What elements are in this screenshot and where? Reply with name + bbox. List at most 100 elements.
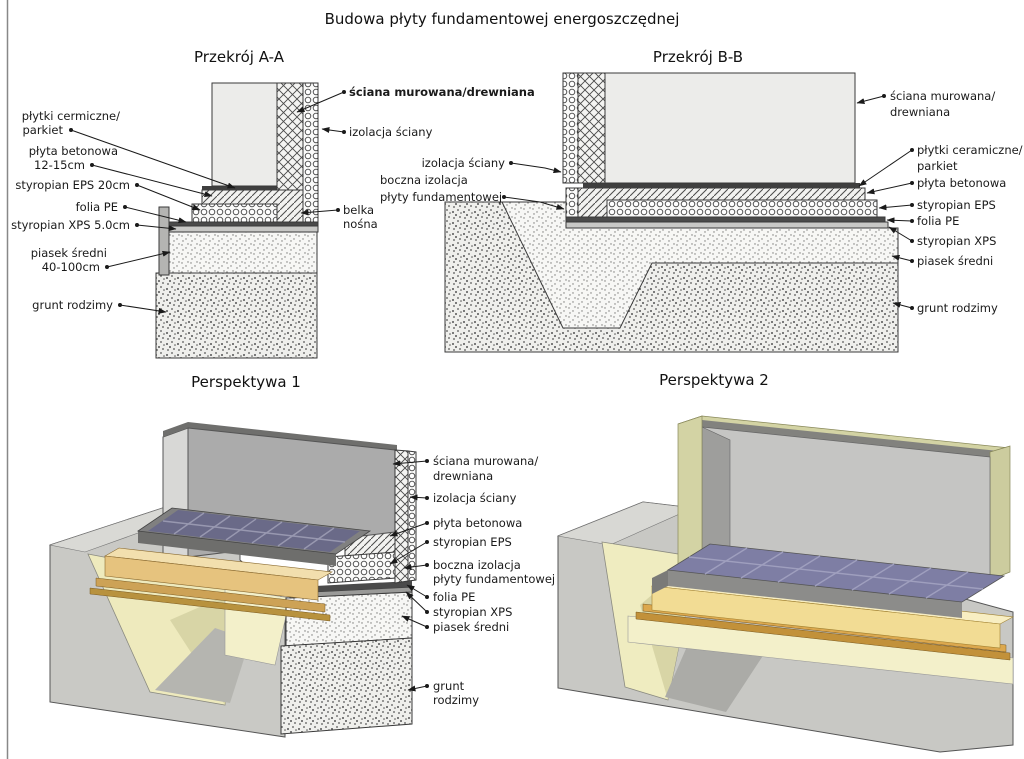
leader-line — [406, 584, 428, 598]
aa-floor-tiles — [202, 186, 277, 190]
p2-slab-front-edge — [668, 570, 962, 618]
leader-line — [405, 591, 428, 613]
p1-label-piasek: piasek średni — [433, 620, 509, 634]
bb-label-piasek: piasek średni — [917, 254, 993, 268]
aa-wall-insulation-cross — [276, 82, 304, 191]
leader-line — [892, 302, 913, 309]
p1-wall-insulation-circ — [407, 450, 417, 582]
panel-aa: Przekrój A-A płytki cermiczne/ parkiet p… — [11, 48, 535, 359]
p1-label-xps: styropian XPS — [433, 605, 512, 619]
aa-label-plyta-1: płyta betonowa — [29, 144, 118, 158]
panel-p2: Perspektywa 2 — [556, 371, 1014, 753]
aa-eps-layer — [191, 203, 278, 223]
aa-label-plytki-2: parkiet — [22, 123, 63, 137]
p1-ground-cut-face — [280, 637, 413, 735]
aa-wall — [211, 82, 278, 187]
aa-pe-foil — [168, 221, 319, 227]
leader-line — [878, 204, 913, 211]
leader-line — [401, 615, 428, 628]
p1-tile-joints — [162, 512, 346, 550]
p1-label-folia: folia PE — [433, 590, 475, 604]
bb-title: Przekrój B-B — [653, 48, 743, 66]
leader-line — [136, 184, 201, 211]
leader-line — [392, 460, 428, 467]
aa-label-plyta-2: 12-15cm — [34, 158, 85, 172]
leader-line — [136, 224, 177, 232]
bb-wall — [604, 72, 856, 184]
p2-tile-joints — [688, 547, 984, 599]
leader-line — [510, 162, 562, 174]
page-title: Budowa płyty fundamentowej energoszczędn… — [325, 10, 680, 28]
aa-xps-layer — [168, 225, 319, 233]
leader-line — [119, 304, 167, 314]
bb-wall-insulation-circ — [562, 72, 579, 184]
p1-eps-cut — [327, 551, 397, 584]
bb-label-sciana-1: ściana murowana/ — [890, 89, 995, 103]
leader-line — [409, 494, 428, 501]
p2-formwork-board-2 — [635, 611, 1011, 661]
p2-wall-insulation-right — [989, 445, 1011, 581]
leader-line — [403, 564, 428, 571]
bb-label-boczna-1: boczna izolacja — [380, 173, 468, 187]
p2-wall-return-face — [701, 426, 731, 563]
aa-sand-layer — [168, 231, 318, 274]
bb-pe-foil — [565, 216, 886, 223]
leader-line — [300, 209, 339, 216]
p1-label-sciana-1: ściana murowana/ — [433, 454, 538, 468]
p1-formwork-board-1 — [104, 555, 319, 601]
leader-line — [106, 250, 171, 268]
p1-label-boczna-2: płyty fundamentowej — [433, 572, 555, 586]
p1-wall-insulation-cross — [394, 449, 409, 584]
p1-label-sciana-2: drewniana — [433, 469, 493, 483]
leader-line — [856, 95, 885, 105]
panel-p1: Perspektywa 1 ściana murowa — [48, 373, 555, 738]
p2-wall-top-band — [702, 420, 1008, 459]
aa-label-grunt: grunt rodzimy — [32, 298, 113, 312]
bb-floor-tiles — [583, 183, 860, 188]
leader-line — [91, 164, 213, 198]
aa-label-plytki-1: płytki cermiczne/ — [22, 109, 120, 123]
p1-label-plyta: płyta betonowa — [433, 516, 522, 530]
aa-label-piasek-1: piasek średni — [31, 246, 107, 260]
leader-line — [389, 522, 428, 537]
aa-title: Przekrój A-A — [194, 48, 285, 66]
leader-line — [296, 91, 345, 113]
bb-label-eps: styropian EPS — [917, 198, 996, 212]
bb-label-izolacja: izolacja ściany — [422, 156, 506, 170]
bb-label-grunt: grunt rodzimy — [917, 301, 998, 315]
bb-xps-layer — [565, 221, 889, 229]
leader-line — [866, 182, 913, 195]
aa-label-xps: styropian XPS 5.0cm — [11, 218, 130, 232]
p2-wall-insulation-left — [677, 415, 703, 569]
aa-side-strip — [158, 206, 170, 276]
p1-sand-cut-face — [285, 591, 413, 647]
p1-label-grunt-2: rodzimy — [433, 693, 479, 707]
bb-label-plytki-2: parkiet — [917, 159, 958, 173]
bb-label-sciana-2: drewniana — [890, 105, 950, 119]
p2-slab-left-edge — [652, 570, 668, 594]
aa-label-eps: styropian EPS 20cm — [15, 178, 130, 192]
p1-label-eps: styropian EPS — [433, 535, 512, 549]
bb-label-xps: styropian XPS — [917, 234, 996, 248]
leader-line — [891, 254, 913, 262]
leader-line — [503, 196, 565, 210]
bb-side-insulation-strip — [565, 187, 579, 218]
bb-label-plyta: płyta betonowa — [917, 176, 1006, 190]
aa-label-piasek-2: 40-100cm — [42, 260, 100, 274]
bb-wall-insulation-cross — [577, 72, 606, 184]
p1-formwork-board-3 — [89, 587, 331, 622]
p2-title: Perspektywa 2 — [659, 371, 769, 389]
aa-label-belka-2: nośna — [343, 217, 378, 231]
aa-label-belka-1: belka — [343, 203, 374, 217]
p1-pe-foil-cut — [296, 581, 412, 593]
aa-label-izolacja: izolacja ściany — [349, 125, 433, 139]
leader-line — [858, 149, 913, 187]
aa-wall-insulation-circ — [302, 82, 319, 223]
p1-title: Perspektywa 1 — [191, 373, 301, 391]
leader-line — [70, 129, 236, 189]
panel-bb: Przekrój B-B izolacja ściany boczna izol… — [380, 48, 1023, 353]
leader-line — [124, 206, 187, 224]
aa-label-sciana: ściana murowana/drewniana — [349, 85, 535, 99]
